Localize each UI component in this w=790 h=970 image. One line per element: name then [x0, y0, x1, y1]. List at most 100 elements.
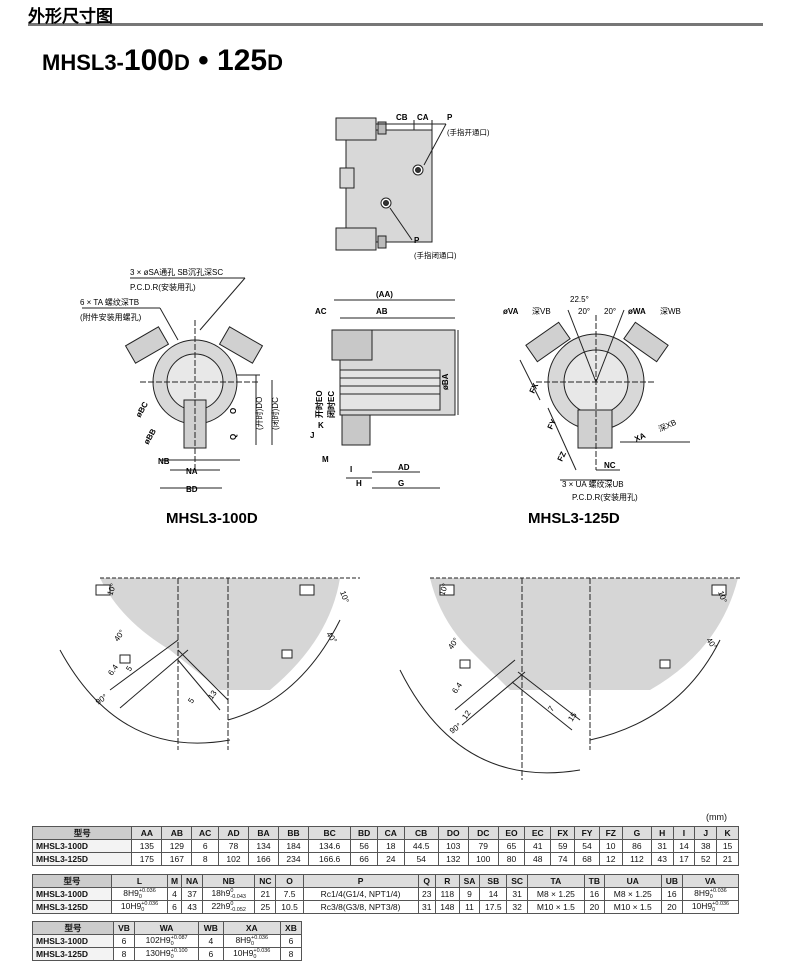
label-m: M [322, 455, 329, 464]
lr-dim-7: 7 [546, 704, 556, 713]
label-o: O [229, 408, 238, 414]
table-cell: 20 [660, 900, 683, 914]
lr-dim-12: 12 [460, 708, 473, 721]
table-cell: 31 [506, 887, 528, 901]
table-header-model: 型号 [31, 826, 133, 840]
table-cell: 6 [198, 947, 224, 961]
table-header-ac: AC [191, 826, 220, 840]
table-cell: Rc1/4(G1/4, NPT1/4) [302, 887, 419, 901]
ll-dim-13: 13 [206, 688, 219, 701]
label-nb: NB [158, 457, 170, 466]
label-angle-20b: 20° [604, 307, 616, 316]
label-k: K [318, 421, 324, 430]
table-header-aa: AA [131, 826, 163, 840]
model-suffix-1: D [173, 50, 190, 75]
lr-angle-40a: 40° [446, 636, 460, 651]
table-cell: 102 [218, 852, 249, 866]
lr-dim-15: 15 [566, 710, 579, 723]
table-header-cb: CB [403, 826, 439, 840]
table-cell: 37 [180, 887, 204, 901]
label-ec: 闭时EC [326, 391, 336, 418]
table-cell: 166 [248, 852, 279, 866]
label-bd: BD [186, 485, 198, 494]
table-cell: 10.5 [275, 900, 304, 914]
table-header-xa: XA [222, 921, 281, 935]
table-cell: 74 [550, 852, 576, 866]
table-header-fx: FX [550, 826, 576, 840]
table-cell: 18 [376, 839, 405, 853]
dim-cb: CB [396, 113, 408, 122]
label-nc: NC [604, 461, 616, 470]
label-xb: 深XB [657, 418, 678, 434]
table-cell: 112 [621, 852, 652, 866]
table-cell: 48 [524, 852, 552, 866]
table-cell: 9 [458, 887, 481, 901]
lr-angle-10b: 10° [716, 590, 729, 604]
table-cell: M10 × 1.5 [603, 900, 662, 914]
table-header-xb: XB [279, 921, 303, 935]
table-cell: 8 [191, 852, 220, 866]
table-cell: 80 [497, 852, 526, 866]
table-cell: 166.6 [307, 852, 352, 866]
table-cell: 7.5 [275, 887, 304, 901]
table-header-dc: DC [467, 826, 499, 840]
label-dc: (闭时)DC [270, 397, 280, 430]
model-title: MHSL3-100D • 125D [42, 44, 283, 78]
table-cell: 54 [574, 839, 600, 853]
left-note-1: 3 × øSA通孔 SB沉孔深SC [130, 267, 223, 277]
table-header-sa: SA [458, 874, 481, 888]
label-vb: 深VB [532, 307, 551, 316]
p-bottom-note: (手指闭通口) [414, 250, 457, 260]
table-cell: 118 [434, 887, 460, 901]
table-cell: 54 [403, 852, 439, 866]
label-bc: øBC [134, 400, 150, 419]
table-header-nc: NC [254, 874, 277, 888]
caption-100d: MHSL3-100D [166, 510, 258, 527]
label-angle-20a: 20° [578, 307, 590, 316]
table-header-ad: AD [218, 826, 249, 840]
table-cell: 43 [180, 900, 204, 914]
label-q: Q [229, 434, 238, 440]
table-cell: 6 [166, 900, 182, 914]
table-cell: 134.6 [307, 839, 352, 853]
table-cell: 41 [524, 839, 552, 853]
ll-angle-90: 90° [94, 692, 109, 706]
table-header-l: L [111, 874, 168, 888]
label-do: (开时)DO [254, 397, 264, 430]
table-cell: 10 [598, 839, 623, 853]
table-cell: 79 [467, 839, 499, 853]
table-header-r: R [434, 874, 460, 888]
model-prefix: MHSL3- [42, 50, 124, 75]
table-cell: 17 [672, 852, 696, 866]
lower-right-detail [399, 577, 740, 780]
right-front-view [519, 309, 690, 481]
middle-side-view [331, 299, 459, 489]
table-header-k: K [716, 826, 739, 840]
table-cell: 234 [277, 852, 309, 866]
table-header-o: O [275, 874, 304, 888]
table-cell: 44.5 [403, 839, 439, 853]
label-wb: 深WB [660, 307, 681, 316]
table-header-ub: UB [660, 874, 683, 888]
left-note-3: 6 × TA 螺纹深TB [80, 297, 139, 307]
lr-angle-90: 90° [448, 721, 463, 735]
table-cell: 20 [583, 900, 605, 914]
table-header-wb: WB [198, 921, 224, 935]
label-angle-22: 22.5° [570, 295, 589, 304]
label-aa: (AA) [376, 290, 393, 299]
label-fx: FX [528, 381, 541, 395]
table-header-bb: BB [277, 826, 309, 840]
table-cell: 59 [550, 839, 576, 853]
table-cell: 100 [467, 852, 499, 866]
table-header-tb: TB [583, 874, 605, 888]
table-cell: 11 [458, 900, 481, 914]
